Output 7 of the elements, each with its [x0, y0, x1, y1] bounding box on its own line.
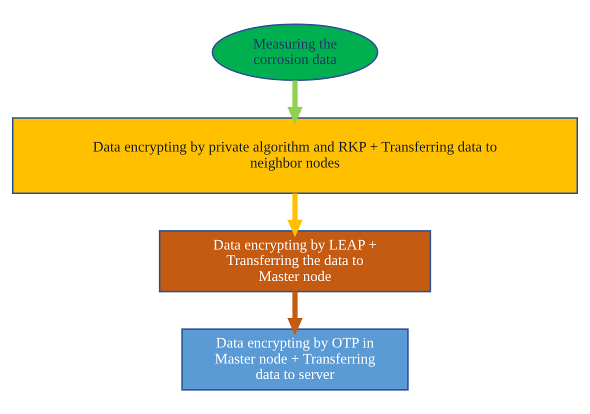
arrow — [287, 292, 303, 336]
node-box: Data encrypting by private algorithm and RKP + Transferring data to neighbor nodes — [12, 117, 578, 194]
node-ellipse: Measuring the corrosion data — [212, 24, 378, 82]
node-box: Data encrypting by LEAP + Transferring the data to Master node — [158, 230, 432, 292]
node-box: Data encrypting by OTP in Master node + Transferring data to server — [181, 328, 409, 391]
arrow — [287, 193, 303, 238]
arrow — [287, 80, 303, 124]
